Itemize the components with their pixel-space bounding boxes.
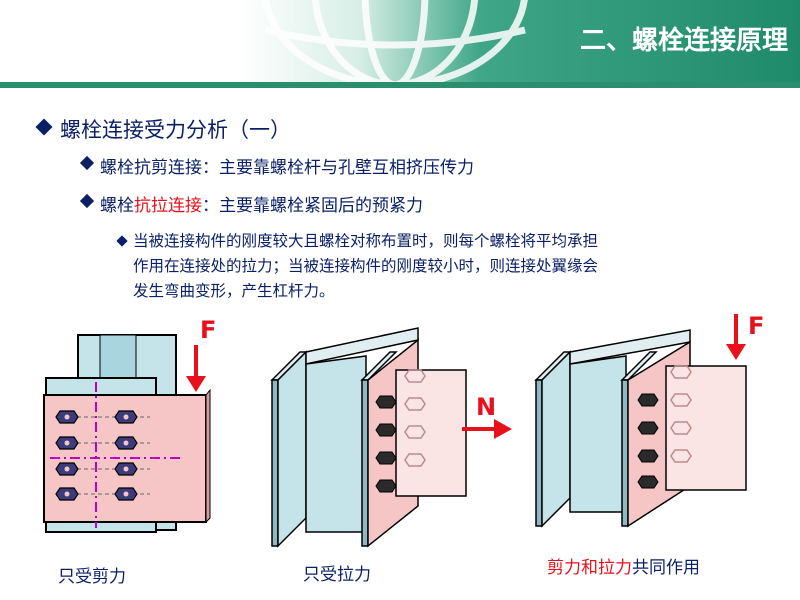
bullet-tension: 螺栓抗拉连接：主要靠螺栓紧固后的预紧力 bbox=[79, 191, 423, 216]
page-title: 二、螺栓连接原理 bbox=[579, 26, 788, 56]
diamond-bullet-icon bbox=[79, 193, 95, 209]
bullet-detail-line1: 当被连接构件的刚度较大且螺栓对称布置时，则每个螺栓将平均承担 bbox=[133, 232, 599, 250]
bullet-tension-text: 螺栓抗拉连接：主要靠螺栓紧固后的预紧力 bbox=[100, 191, 423, 216]
bullet-detail-line2: 作用在连接处的拉力；当被连接构件的刚度较小时，则连接处翼缘会 bbox=[133, 257, 599, 275]
caption-tension: 只受拉力 bbox=[303, 565, 371, 585]
bullet-level1: 螺栓连接受力分析（一） bbox=[35, 114, 291, 144]
caption-combined-suffix: 共同作用 bbox=[632, 558, 700, 578]
caption-combined-highlight: 剪力和拉力 bbox=[547, 558, 632, 578]
bullet-shear-text: 螺栓抗剪连接：主要靠螺栓杆与孔壁互相挤压传力 bbox=[100, 158, 474, 178]
figure-tension-connection bbox=[270, 327, 512, 548]
bullet-detail: 当被连接构件的刚度较大且螺栓对称布置时，则每个螺栓将平均承担 作用在连接处的拉力… bbox=[116, 229, 756, 304]
diamond-bullet-icon bbox=[116, 235, 128, 247]
diamond-bullet-icon bbox=[35, 118, 53, 136]
diamond-bullet-icon bbox=[79, 155, 95, 171]
bullet-tension-prefix: 螺栓 bbox=[100, 196, 134, 216]
bullet-tension-highlight: 抗拉连接 bbox=[134, 196, 202, 216]
force-label-n: N bbox=[476, 393, 497, 421]
figure-combined-connection bbox=[534, 314, 747, 528]
bullet-level1-text: 螺栓连接受力分析（一） bbox=[60, 118, 291, 142]
bullet-tension-suffix: ：主要靠螺栓紧固后的预紧力 bbox=[202, 196, 423, 216]
caption-combined: 剪力和拉力共同作用 bbox=[547, 554, 747, 582]
header: 二、螺栓连接原理 bbox=[0, 0, 800, 88]
force-label-f1: F bbox=[200, 316, 217, 344]
bullet-detail-line3: 发生弯曲变形，产生杠杆力。 bbox=[133, 282, 335, 300]
bullet-detail-text: 当被连接构件的刚度较大且螺栓对称布置时，则每个螺栓将平均承担 作用在连接处的拉力… bbox=[133, 229, 598, 304]
header-underline bbox=[0, 82, 800, 88]
caption-shear: 只受剪力 bbox=[58, 567, 126, 587]
force-label-f2: F bbox=[748, 312, 765, 340]
bullet-shear: 螺栓抗剪连接：主要靠螺栓杆与孔壁互相挤压传力 bbox=[79, 153, 474, 178]
figure-shear-connection bbox=[43, 314, 747, 548]
